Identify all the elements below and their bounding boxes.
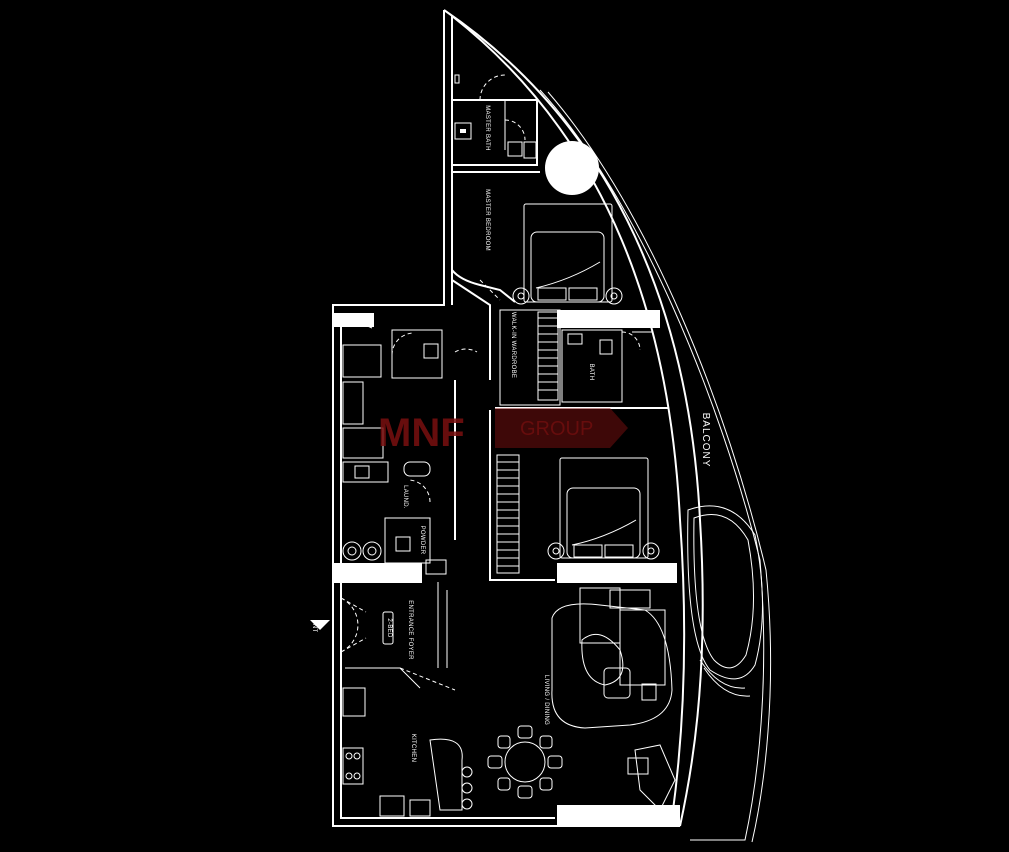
entrance-area: 2-BED ENTRANCE FOYER ENT	[310, 582, 456, 691]
unit-type-badge: 2-BED	[386, 618, 392, 638]
watermark: MNF GROUP	[378, 408, 628, 455]
watermark-brand: MNF	[378, 411, 465, 455]
master-bedroom-area: MASTER BEDROOM	[451, 171, 623, 305]
entry-arrow-icon	[310, 620, 330, 630]
room-label-laundry: LAUND.	[402, 485, 408, 509]
room-label-master-bedroom: MASTER BEDROOM	[484, 189, 490, 251]
living-dining-area: LIVING / DINING	[487, 587, 680, 827]
room-label-balcony: BALCONY	[700, 413, 711, 468]
round-tub	[545, 141, 599, 195]
bath-area: BATH	[557, 310, 660, 403]
room-label-walk-in-wardrobe: WALK-IN WARDROBE	[510, 312, 516, 378]
room-label-living-dining: LIVING / DINING	[543, 675, 549, 725]
master-bath-area: MASTER BATH	[451, 74, 538, 166]
walk-in-wardrobe-area: WALK-IN WARDROBE	[479, 279, 561, 406]
entry-marker: ENT	[311, 620, 317, 633]
room-label-kitchen: KITCHEN	[410, 734, 416, 762]
outer-walls	[332, 9, 772, 843]
corridor-walls	[451, 279, 555, 581]
bedroom-2-area	[495, 407, 677, 583]
room-label-powder: POWDER	[419, 526, 425, 555]
watermark-suffix: GROUP	[520, 418, 593, 440]
room-label-bath: BATH	[588, 364, 594, 381]
service-block: LAUND. POWDER	[334, 313, 478, 583]
room-label-master-bath: MASTER BATH	[484, 105, 490, 151]
balcony-area: BALCONY	[687, 413, 763, 697]
room-label-entrance-foyer: ENTRANCE FOYER	[407, 600, 413, 660]
kitchen-area: KITCHEN	[342, 687, 473, 817]
